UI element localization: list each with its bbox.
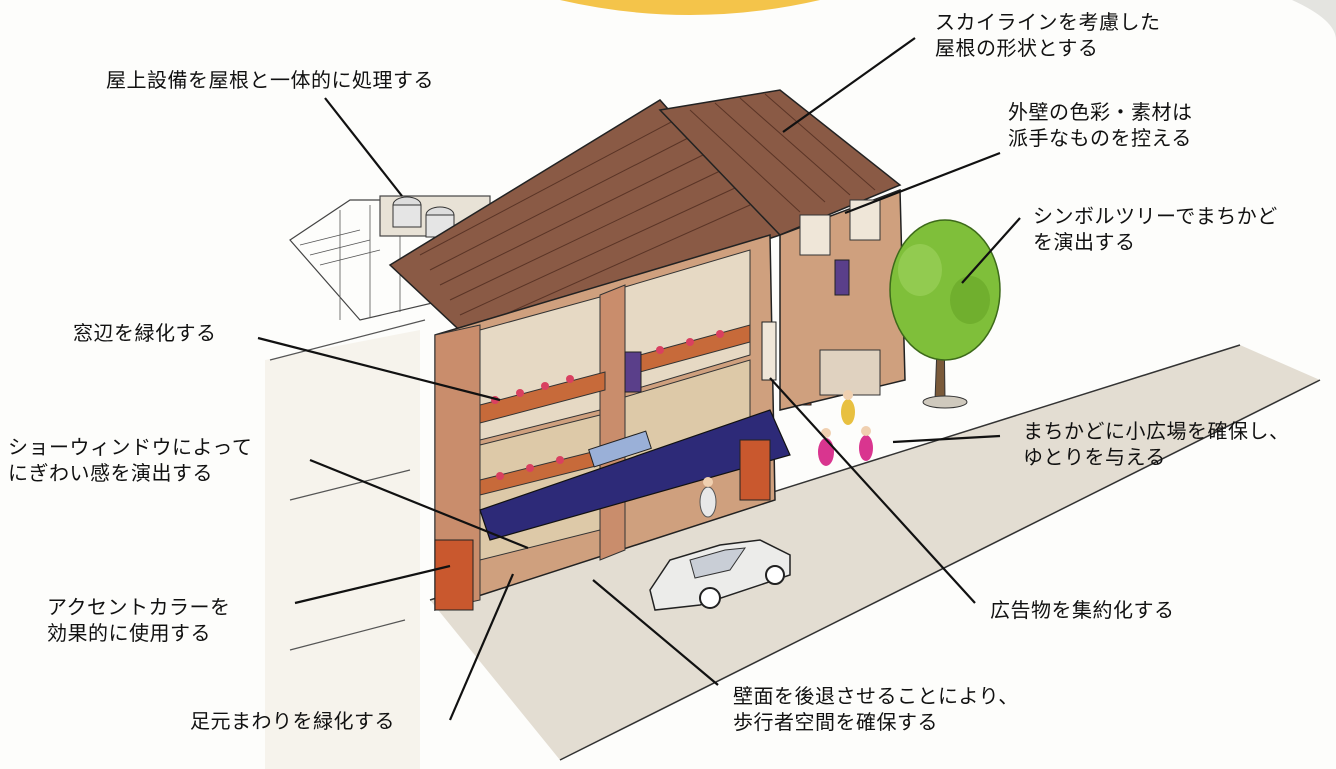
corner-decoration xyxy=(1292,0,1336,40)
accent-pillar-right xyxy=(739,439,771,501)
top-arc-decoration xyxy=(560,0,820,15)
right-banner xyxy=(834,259,850,296)
car xyxy=(649,539,791,611)
label-accent-color-line1: アクセントカラーを xyxy=(47,595,231,619)
awning xyxy=(479,409,791,541)
label-symbol-tree-line1: シンボルツリーでまちかど xyxy=(1033,204,1278,228)
right-roof xyxy=(658,89,902,236)
label-skyline-roof-line1: スカイラインを考慮した xyxy=(935,10,1161,34)
facade-pillar-left xyxy=(434,324,481,611)
label-wall-color-line1: 外壁の色彩・素材は xyxy=(1008,100,1193,124)
awning-sign xyxy=(588,430,652,468)
label-window-greening: 窓辺を緑化する xyxy=(73,321,217,345)
label-symbol-tree-line2: を演出する xyxy=(1033,230,1136,254)
label-wall-setback-line2: 歩行者空間を確保する xyxy=(733,710,938,734)
label-wall-setback-line1: 壁面を後退させることにより、 xyxy=(733,684,1019,708)
main-roof-lines xyxy=(419,119,751,331)
window-planters xyxy=(479,324,751,496)
accent-pillar-left xyxy=(434,539,474,611)
label-corner-plaza-line2: ゆとりを与える xyxy=(1023,445,1166,469)
rooftop-tanks xyxy=(379,195,491,238)
label-show-window-line1: ショーウィンドウによって xyxy=(8,435,253,459)
label-wall-color-line2: 派手なものを控える xyxy=(1008,126,1192,150)
label-signage: 広告物を集約化する xyxy=(990,598,1175,622)
label-foot-greening: 足元まわりを緑化する xyxy=(190,709,395,733)
street-ground xyxy=(265,319,1321,769)
label-skyline-roof-line2: 屋根の形状とする xyxy=(935,36,1099,60)
right-storefront xyxy=(819,349,881,396)
label-accent-color-line2: 効果的に使用する xyxy=(47,621,211,645)
hanging-banner xyxy=(624,351,642,393)
right-roof-lines xyxy=(689,93,876,213)
leader-lines xyxy=(257,37,1021,721)
right-window-1 xyxy=(799,214,831,256)
signage-column xyxy=(761,321,777,381)
label-show-window-line2: にぎわい感を演出する xyxy=(8,461,213,485)
label-corner-plaza-line1: まちかどに小広場を確保し、 xyxy=(1023,419,1290,443)
symbol-tree xyxy=(889,219,1001,409)
right-window-2 xyxy=(849,199,881,241)
facade-pillar-middle xyxy=(599,284,626,561)
label-rooftop-equipment: 屋上設備を屋根と一体的に処理する xyxy=(106,68,434,92)
